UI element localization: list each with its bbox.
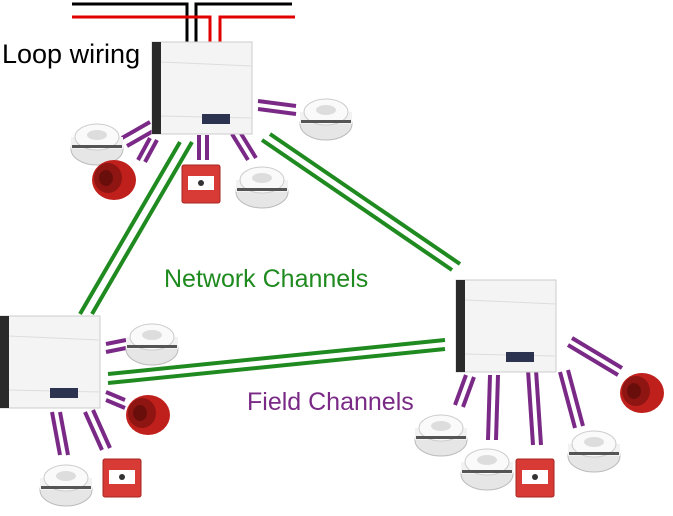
control-panel-top	[151, 41, 253, 135]
control-panel-right	[455, 279, 557, 373]
call-point-icon	[515, 458, 555, 498]
smoke-detector-icon	[460, 448, 514, 491]
smoke-detector-icon	[39, 464, 93, 507]
sounder-icon	[126, 395, 170, 435]
network-channels	[78, 132, 462, 385]
smoke-detector-icon	[567, 430, 621, 473]
smoke-detector-icon	[299, 98, 353, 141]
smoke-detector-icon	[125, 323, 179, 366]
sounder-icon	[92, 160, 136, 200]
control-panel-left	[0, 315, 101, 409]
field-channels	[50, 99, 624, 456]
smoke-detector-icon	[70, 123, 124, 166]
call-point-icon	[181, 164, 221, 204]
field-channels-label: Field Channels	[247, 388, 414, 416]
wire-black-1	[72, 2, 189, 42]
loop-wiring-label: Loop wiring	[2, 39, 140, 69]
smoke-detector-icon	[235, 166, 289, 209]
loop-wiring	[72, 2, 295, 42]
wire-red-1	[72, 15, 212, 42]
network-channels-label: Network Channels	[164, 265, 368, 293]
sounder-icon	[620, 373, 664, 413]
wire-red-2	[218, 15, 295, 42]
smoke-detector-icon	[414, 414, 468, 457]
call-point-icon	[102, 458, 142, 498]
wire-black-2	[194, 2, 292, 42]
